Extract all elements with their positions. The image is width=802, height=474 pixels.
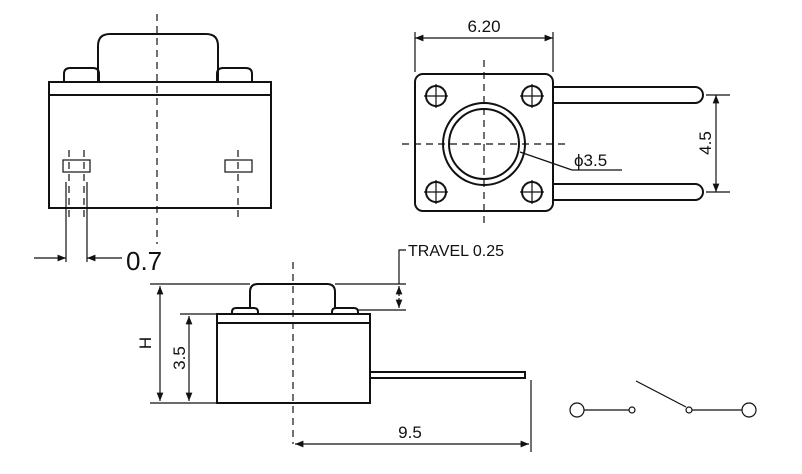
switch-terminal-right <box>741 402 757 418</box>
side-view: TRAVEL 0.25 H 3.5 9.5 <box>136 243 532 452</box>
side-view-left-ear <box>231 307 259 314</box>
top-view-upper-pin <box>553 86 704 104</box>
pin-width-label: 0.7 <box>126 246 162 276</box>
switch-terminal-left <box>569 402 585 418</box>
width-label: 6.20 <box>467 17 500 36</box>
top-view-corner-hole <box>424 180 448 204</box>
height-label: H <box>136 337 155 349</box>
pitch-label: 4.5 <box>696 131 715 155</box>
diameter-label: ϕ3.5 <box>574 151 607 170</box>
top-view-corner-hole <box>424 84 448 108</box>
switch-contact-left <box>628 406 636 414</box>
side-view-pin <box>369 371 526 379</box>
switch-contact-right <box>685 406 693 414</box>
travel-label: TRAVEL 0.25 <box>408 243 504 260</box>
front-view-right-ear <box>216 67 253 82</box>
front-view-plunger <box>97 33 219 82</box>
switch-lever <box>635 380 687 408</box>
top-view-corner-hole <box>520 84 544 108</box>
travel-leader <box>398 249 406 284</box>
side-view-plunger <box>249 283 336 308</box>
front-view: 0.7 <box>34 14 272 276</box>
front-view-left-pin-slot <box>62 159 91 173</box>
front-view-body <box>48 81 272 209</box>
length-label: 9.5 <box>398 423 422 442</box>
diameter-leader <box>519 151 573 171</box>
top-view-lower-pin <box>553 183 704 201</box>
front-view-right-pin-slot <box>224 159 253 173</box>
top-view: 6.20 ϕ3.5 4.5 <box>402 17 730 226</box>
body-height-label: 3.5 <box>170 346 189 370</box>
front-view-left-ear <box>63 67 100 82</box>
side-view-right-ear <box>331 307 359 314</box>
switch-symbol <box>569 380 757 418</box>
top-view-corner-hole <box>520 180 544 204</box>
